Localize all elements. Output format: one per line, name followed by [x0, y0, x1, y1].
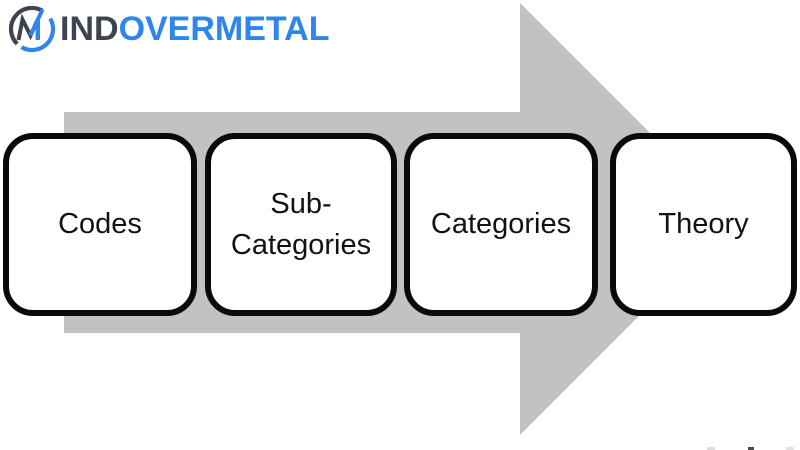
mindovermetal-m-icon [8, 5, 56, 53]
logo-wordmark-blue-part: OVERMETAL [118, 10, 330, 48]
cropped-watermark-mark [707, 447, 715, 450]
step-box-sub-categories: Sub- Categories [205, 133, 397, 316]
cropped-watermark-mark [786, 447, 794, 450]
mindovermetal-logo: INDOVERMETAL [7, 4, 330, 54]
step-box-codes: Codes [3, 133, 197, 316]
cropped-watermark-mark [748, 447, 754, 450]
logo-wordmark: INDOVERMETAL [60, 4, 330, 54]
step-box-theory: Theory [610, 133, 797, 316]
process-arrow-shape [64, 3, 736, 435]
logo-wordmark-dark-part: IND [60, 10, 119, 48]
step-box-categories: Categories [404, 133, 598, 316]
